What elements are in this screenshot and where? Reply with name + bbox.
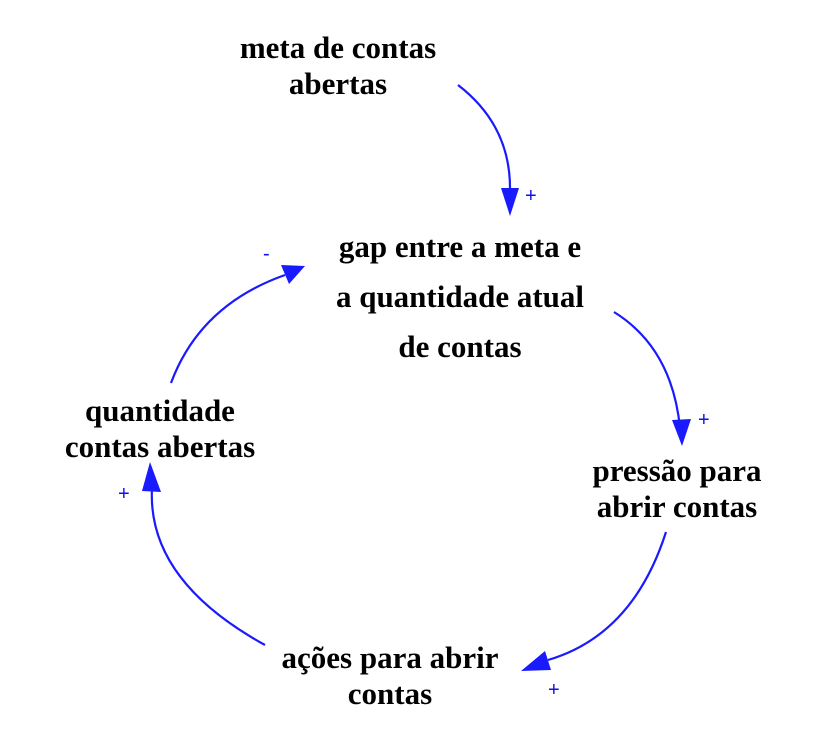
- node-label-line: contas abertas: [64, 429, 256, 464]
- node-label-line: abrir contas: [596, 489, 758, 524]
- link-curves: [150, 84, 682, 662]
- arrowhead-gap-to-pressao: [672, 419, 691, 446]
- polarity-gap-to-pressao: +: [698, 409, 710, 431]
- polarity-pressao-to-acoes: +: [548, 679, 560, 701]
- polarity-acoes-to-quantidade: +: [118, 483, 130, 505]
- node-label-line: pressão para: [592, 453, 762, 488]
- node-label-line: de contas: [398, 329, 522, 364]
- node-label-line: abertas: [288, 66, 388, 101]
- node-label-line: contas: [347, 676, 433, 711]
- arrowhead-pressao-to-acoes: [521, 651, 551, 671]
- node-pressao-para-abrir-contas: pressão para abrir contas: [562, 453, 792, 525]
- link-quantidade-to-gap: [169, 273, 286, 384]
- polarity-quantidade-to-gap: -: [263, 243, 270, 265]
- link-gap-to-pressao: [613, 311, 682, 429]
- node-gap-entre-meta-e-quantidade: gap entre a meta e a quantidade atual de…: [290, 229, 630, 365]
- arrowhead-meta-to-gap: [501, 188, 519, 216]
- link-arrowheads: [142, 188, 691, 671]
- arrowhead-acoes-to-quantidade: [142, 462, 161, 492]
- node-quantidade-contas-abertas: quantidade contas abertas: [35, 393, 285, 465]
- node-label-line: quantidade: [85, 393, 235, 428]
- node-label-line: meta de contas: [239, 30, 437, 65]
- link-meta-to-gap: [457, 84, 512, 189]
- node-meta-de-contas-abertas: meta de contas abertas: [215, 30, 461, 102]
- link-pressao-to-acoes: [547, 531, 668, 662]
- node-label-line: a quantidade atual: [335, 279, 585, 314]
- link-acoes-to-quantidade: [150, 487, 266, 646]
- node-label-line: ações para abrir: [281, 640, 499, 675]
- node-label-line: gap entre a meta e: [338, 229, 582, 264]
- arrowhead-quantidade-to-gap: [281, 265, 305, 284]
- node-acoes-para-abrir-contas: ações para abrir contas: [255, 640, 525, 712]
- polarity-meta-to-gap: +: [525, 185, 537, 207]
